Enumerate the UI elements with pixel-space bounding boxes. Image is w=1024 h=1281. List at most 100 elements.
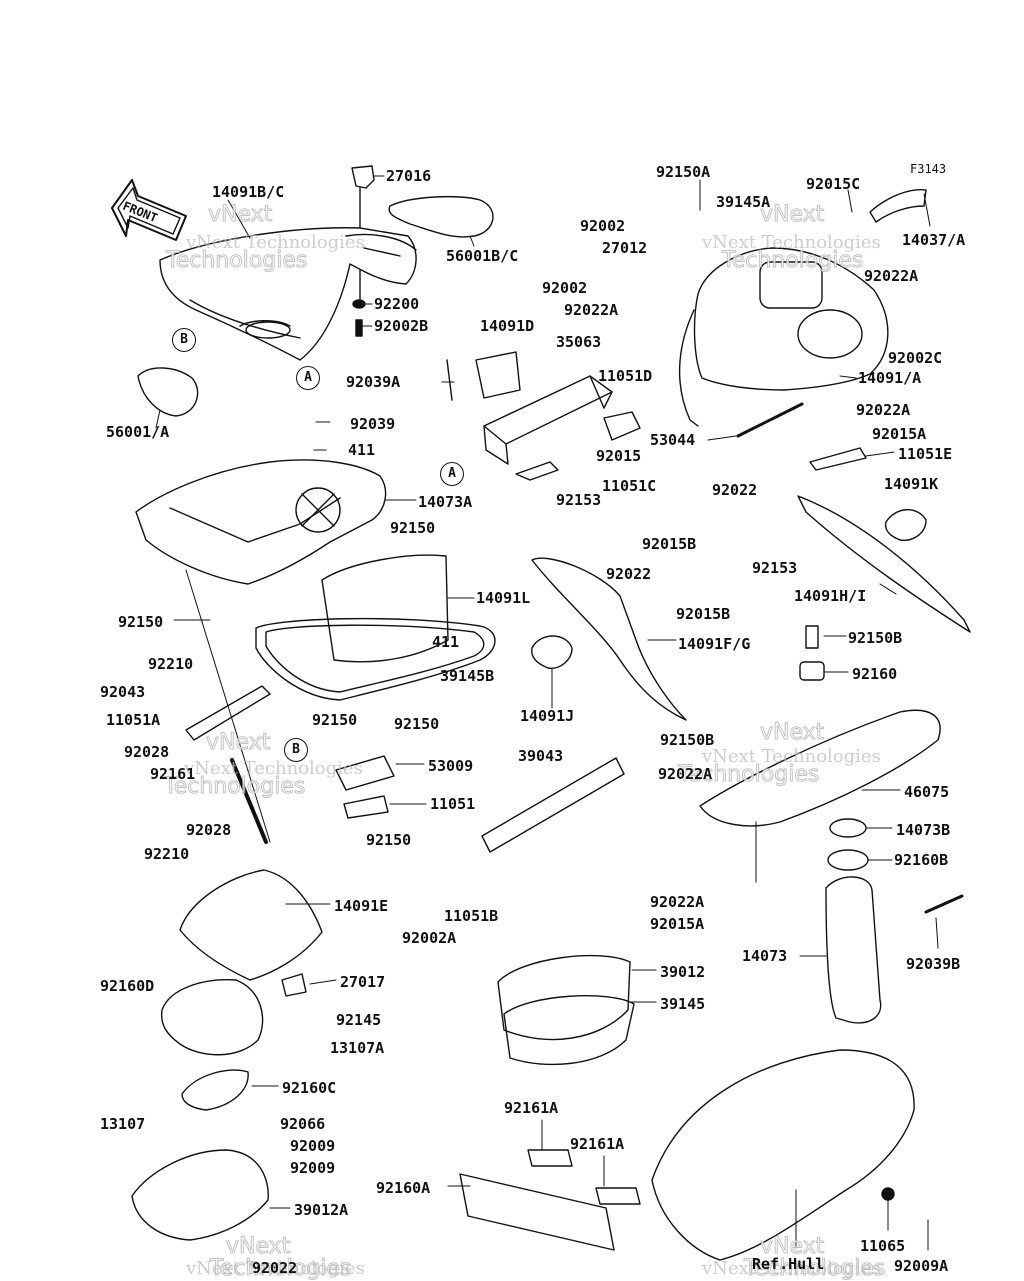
- part-label: 92009: [290, 1137, 336, 1155]
- part-label: 92009A: [894, 1257, 949, 1275]
- part-label: 92160B: [894, 851, 949, 869]
- part-27017-pad: [281, 973, 307, 997]
- part-label: 92160D: [100, 977, 155, 995]
- part-label: 92028: [186, 821, 232, 839]
- part-label: 92150: [118, 613, 164, 631]
- part-92160a-sheet: [459, 1173, 615, 1251]
- part-label: 92015A: [872, 425, 927, 443]
- part-label: 92039B: [906, 955, 961, 973]
- part-label: 92015B: [676, 605, 731, 623]
- callout-b-marker: B: [172, 328, 196, 352]
- part-92150b-bolt: [805, 625, 819, 649]
- part-label: 92015A: [650, 915, 705, 933]
- part-label: 92066: [280, 1115, 326, 1133]
- part-14073a-housing: [135, 459, 387, 585]
- part-11065-fitting: [881, 1187, 895, 1201]
- part-14091hi-panel: [797, 495, 971, 633]
- part-label: 53009: [428, 757, 474, 775]
- watermark-brand: vNext Technologies: [186, 232, 365, 253]
- part-label: Ref.Hull: [752, 1255, 825, 1273]
- part-label: 92009: [290, 1159, 336, 1177]
- part-label: 14091K: [884, 475, 939, 493]
- part-label: 92200: [374, 295, 420, 313]
- part-46075-handlebar: [699, 709, 941, 827]
- part-label: 11051E: [898, 445, 953, 463]
- watermark-brand: vNext Technologies: [186, 1258, 365, 1279]
- part-92161-damper: [230, 758, 268, 844]
- part-label: 92039A: [346, 373, 401, 391]
- part-92160d-gasket: [160, 979, 264, 1056]
- part-label: 92002B: [374, 317, 429, 335]
- part-label: 53044: [650, 431, 696, 449]
- part-label: 92022A: [658, 765, 713, 783]
- part-label: 39145: [660, 995, 706, 1013]
- watermark-word2: Technologies: [721, 248, 864, 274]
- watermark-word1: vNext: [225, 1234, 291, 1260]
- part-label: 92161A: [504, 1099, 559, 1117]
- part-hull: [651, 1049, 915, 1261]
- part-label: 92150B: [660, 731, 715, 749]
- callout-a-marker: A: [296, 366, 320, 390]
- part-label: 92210: [148, 655, 194, 673]
- part-label: 13107A: [330, 1039, 385, 1057]
- part-label: 11051D: [598, 367, 653, 385]
- part-label: 14091H/I: [794, 587, 867, 605]
- part-11051a-arm: [185, 685, 271, 741]
- watermark-word1: vNext: [759, 720, 825, 746]
- callout-a-marker: A: [440, 462, 464, 486]
- part-label: 11051: [430, 795, 476, 813]
- watermark-word1: vNext: [207, 202, 273, 228]
- part-14091fg-panel: [531, 557, 687, 721]
- watermark-brand: vNext Technologies: [702, 232, 881, 253]
- part-14091d-lid: [475, 351, 521, 399]
- watermark-word2: Technologies: [209, 1256, 352, 1281]
- part-label: 14073B: [896, 821, 951, 839]
- part-label: 92002C: [888, 349, 943, 367]
- part-label: 56001B/C: [446, 247, 519, 265]
- part-label: 14091L: [476, 589, 531, 607]
- part-label: 14091E: [334, 897, 389, 915]
- part-label: 92160A: [376, 1179, 431, 1197]
- part-label: 92022A: [856, 401, 911, 419]
- part-label: 92150: [312, 711, 358, 729]
- part-label: 92150: [394, 715, 440, 733]
- part-label: 92022: [712, 481, 758, 499]
- watermark-word2: Technologies: [165, 248, 308, 274]
- part-92161a-strip-1: [527, 1149, 573, 1167]
- part-label: 35063: [556, 333, 602, 351]
- part-11051c-bracket: [515, 461, 559, 481]
- part-label: 14091J: [520, 707, 575, 725]
- part-label: 92022A: [564, 301, 619, 319]
- part-53044-rod: [736, 402, 804, 438]
- part-label: 92002: [580, 217, 626, 235]
- part-label: 92210: [144, 845, 190, 863]
- part-label: 92028: [124, 743, 170, 761]
- figure-code: F3143: [910, 162, 947, 176]
- part-14073b-ring: [829, 818, 867, 838]
- part-label: 92015B: [642, 535, 697, 553]
- part-11051e-bracket: [809, 447, 867, 471]
- part-label: 92022: [252, 1259, 298, 1277]
- part-label: 92015C: [806, 175, 861, 193]
- watermark-word1: vNext: [205, 730, 271, 756]
- part-label: 92153: [556, 491, 602, 509]
- part-14091l-panel: [321, 554, 449, 663]
- part-label: 92150: [366, 831, 412, 849]
- part-label: 27017: [340, 973, 386, 991]
- part-label: 14073: [742, 947, 788, 965]
- part-label: 13107: [100, 1115, 146, 1133]
- part-92161a-strip-2: [595, 1187, 641, 1205]
- part-label: 14091D: [480, 317, 535, 335]
- watermark-word2: Technologies: [677, 762, 820, 788]
- part-label: 27012: [602, 239, 648, 257]
- part-label: 11051B: [444, 907, 499, 925]
- part-14091bc-cover: [159, 227, 417, 361]
- watermark-word1: vNext: [759, 202, 825, 228]
- part-label: 92160C: [282, 1079, 337, 1097]
- part-label: 14091B/C: [212, 183, 285, 201]
- part-14073-duct: [825, 876, 882, 1024]
- part-label: 39145B: [440, 667, 495, 685]
- part-92002b-bolt: [355, 319, 363, 337]
- part-label: 11065: [860, 1237, 906, 1255]
